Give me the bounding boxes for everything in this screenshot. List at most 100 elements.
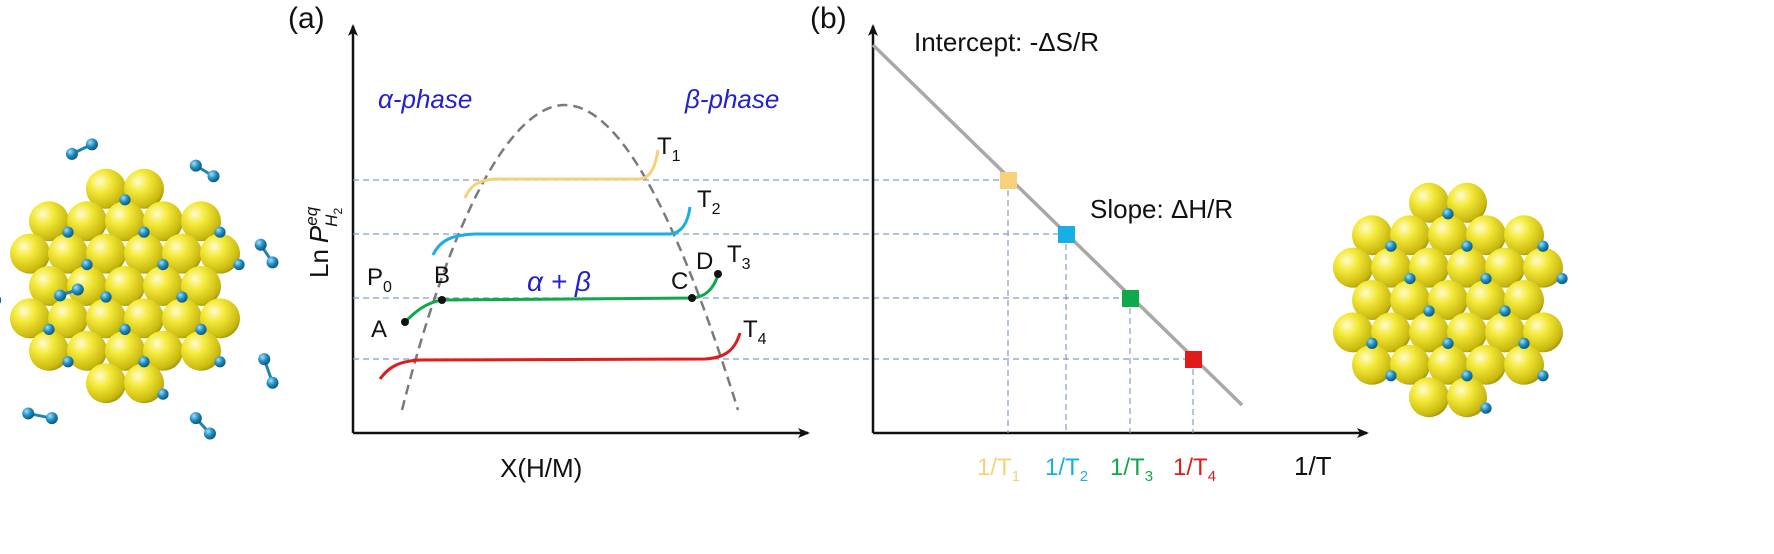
point-c-label: C [671, 268, 688, 295]
metal-atom [1333, 312, 1373, 353]
hydrogen-atom [203, 427, 216, 440]
hydrogen-atom [266, 376, 279, 389]
hydrogen-atom [62, 226, 74, 238]
metal-atom [200, 298, 240, 339]
metal-atom [162, 233, 202, 274]
hydrogen-atom [138, 226, 150, 238]
metal-atom [29, 330, 69, 371]
metal-atom [1352, 344, 1392, 385]
metal-atom [1466, 344, 1506, 385]
metal-atom [86, 168, 126, 209]
metal-atom [1409, 182, 1449, 223]
metal-atom [181, 201, 221, 242]
hydrogen-atom [65, 147, 78, 160]
marker-t3 [1122, 290, 1139, 307]
metal-atom [1447, 247, 1487, 288]
metal-atom [67, 266, 107, 306]
metal-atom [67, 201, 107, 242]
metal-atom [105, 201, 145, 242]
panel-a: (a) A B C D P0 T1 T2 T3 T4 α-phase [288, 2, 1193, 483]
panel-a-label: (a) [288, 2, 325, 35]
isotherm-t1-label: T1 [657, 133, 681, 165]
hydrogen-atom [1480, 273, 1492, 285]
hydrogen-atom [1404, 273, 1416, 285]
metal-atom [143, 201, 183, 242]
slope-label: Slope: ΔH/R [1090, 194, 1233, 224]
hydrogen-atom [100, 291, 112, 303]
metal-atom [48, 298, 88, 339]
hydrogen-atom [189, 412, 202, 425]
svg-text:LnPeqH2: LnPeqH2 [302, 206, 345, 278]
metal-atom [10, 298, 50, 339]
hydrogen-atom [1366, 337, 1378, 349]
hydrogen-atom [1537, 240, 1549, 252]
hydrogen-atom [45, 412, 58, 425]
metal-atom [1371, 247, 1411, 288]
isotherm-t1 [463, 149, 660, 199]
hydrogen-atom [22, 407, 35, 420]
point-b-marker [438, 296, 446, 304]
hydrogen-atom [85, 138, 98, 151]
metal-atom [86, 233, 126, 274]
hydrogen-atom [266, 256, 279, 269]
metal-atom [1428, 344, 1468, 385]
hydrogen-atom [254, 238, 267, 251]
hydrogen-atom [54, 289, 67, 302]
hydrogen-atom [1499, 305, 1511, 317]
hydrogen-atom [1385, 370, 1397, 382]
hydrogen-atom [214, 226, 226, 238]
alpha-phase-label: α-phase [378, 84, 472, 114]
panel-b-x-axis-title: 1/T [1294, 451, 1332, 481]
marker-t4 [1185, 351, 1202, 368]
panel-a-y-axis-title: LnPeqH2 [302, 206, 345, 278]
marker-t1 [1000, 172, 1017, 189]
metal-atom [1523, 312, 1563, 353]
metal-atom [124, 233, 164, 274]
metal-atom [1485, 247, 1525, 288]
metal-atom [1428, 215, 1468, 256]
hydrogen-atom [157, 259, 169, 271]
hydrogen-atom [157, 388, 169, 400]
metal-atom [86, 298, 126, 339]
isotherm-t3-label: T3 [727, 241, 751, 273]
metal-atom [1504, 280, 1544, 320]
hydrogen-atom [214, 356, 226, 368]
point-d-label: D [696, 248, 713, 275]
hydrogen-atom [1461, 370, 1473, 382]
hydrogen-atom [62, 356, 74, 368]
hydrogen-atom [81, 259, 93, 271]
hydrogen-atom [71, 283, 84, 296]
metal-atom [1333, 247, 1373, 288]
metal-atom [1466, 215, 1506, 256]
panel-a-x-axis-title: X(H/M) [500, 453, 582, 483]
hydrogen-atom [233, 259, 245, 271]
metal-atom [29, 201, 69, 242]
tick-label-t4: 1/T4 [1173, 454, 1216, 485]
point-c-marker [688, 294, 696, 302]
hydrogen-atom [189, 159, 202, 172]
metal-atom [1352, 280, 1392, 320]
metal-atom [1504, 215, 1544, 256]
hydrogen-atom [258, 353, 271, 366]
isotherm-t2 [431, 206, 692, 256]
panel-b: (b) Intercept: -ΔS/R Slope: ΔH/R 1/T1 1/… [810, 2, 1369, 485]
metal-atom [48, 233, 88, 274]
metal-atom [143, 330, 183, 371]
metal-atom [1466, 280, 1506, 320]
hydrogen-atom [119, 194, 131, 206]
miscibility-gap-dome [400, 103, 740, 411]
hydrogen-atom [1423, 305, 1435, 317]
hydrogen-atom [1461, 240, 1473, 252]
hydrogen-atom [138, 356, 150, 368]
metal-atom [1390, 344, 1430, 385]
hydrogen-atom [1556, 273, 1568, 285]
hydrogen-atom [119, 323, 131, 335]
beta-phase-label: β-phase [684, 84, 779, 114]
metal-atom [124, 168, 164, 209]
mixed-phase-label: α + β [527, 266, 591, 297]
metal-atom [1390, 215, 1430, 256]
metal-atom [1409, 377, 1449, 418]
metal-atom [1409, 312, 1449, 353]
hydrogen-atom [1385, 240, 1397, 252]
